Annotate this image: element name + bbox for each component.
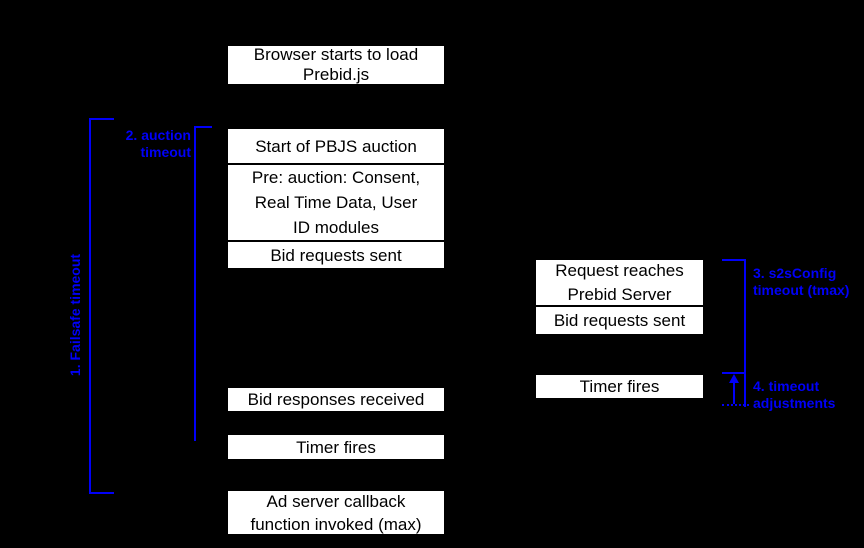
label-s2s-timeout: 3. s2sConfig timeout (tmax) [753, 265, 849, 299]
box-line: Start of PBJS auction [255, 136, 417, 156]
s2s-bracket-vertical-line [744, 259, 746, 407]
label-line: 2. auction [125, 127, 191, 143]
label-line: adjustments [753, 395, 836, 411]
label-line: timeout [140, 144, 191, 160]
box-line: Bid requests sent [553, 311, 686, 330]
box-browser-starts-to-load-prebid: Browser starts to load Prebid.js [226, 44, 446, 86]
box-line: ID modules [293, 218, 379, 237]
box-request-reaches-prebid-server: Request reaches Prebid Server [534, 258, 705, 307]
failsafe-bracket-vertical-line [89, 118, 91, 494]
box-line: Ad server callback [266, 491, 406, 511]
box-bid-responses-received: Bid responses received [226, 386, 446, 413]
s2s-bracket-top-tick [722, 259, 746, 261]
box-start-of-pbjs-auction: Start of PBJS auction [226, 127, 446, 165]
box-line: Timer fires [296, 437, 376, 457]
adjustment-arrow-shaft [733, 381, 735, 404]
adjustment-dotted-line [722, 404, 749, 406]
box-line: Prebid.js [302, 65, 370, 84]
box-line: Request reaches [555, 260, 684, 280]
box-ad-server-callback: Ad server callback function invoked (max… [226, 489, 446, 536]
arrow-up-icon [729, 374, 739, 383]
box-timer-fires: Timer fires [226, 433, 446, 461]
label-auction-timeout: 2. auction timeout [101, 127, 191, 161]
auction-bracket-top-tick [194, 126, 212, 128]
box-server-timer-fires: Timer fires [534, 373, 705, 400]
box-line: Bid requests sent [270, 245, 402, 265]
auction-bracket-vertical-line [194, 126, 196, 441]
label-timeout-adjustments: 4. timeout adjustments [753, 378, 835, 412]
box-line: Prebid Server [567, 284, 672, 304]
label-failsafe-timeout: 1. Failsafe timeout [67, 253, 83, 377]
failsafe-bracket-bottom-tick [89, 492, 114, 494]
box-server-bid-requests-sent: Bid requests sent [534, 305, 705, 336]
s2s-bracket-bottom-tick [722, 372, 746, 374]
box-line: Bid responses received [247, 390, 425, 409]
box-bid-requests-sent: Bid requests sent [226, 240, 446, 270]
failsafe-bracket-top-tick [89, 118, 114, 120]
label-line: timeout (tmax) [753, 282, 850, 298]
box-pre-auction-modules: Pre: auction: Consent, Real Time Data, U… [226, 163, 446, 242]
box-line: Pre: auction: Consent, [251, 168, 421, 187]
box-line: function invoked (max) [250, 514, 422, 534]
box-line: Real Time Data, User [254, 193, 418, 212]
label-line: 4. timeout [753, 378, 820, 394]
label-line: 3. s2sConfig [753, 265, 837, 281]
box-line: Timer fires [579, 377, 660, 396]
box-line: Browser starts to load [253, 45, 419, 64]
